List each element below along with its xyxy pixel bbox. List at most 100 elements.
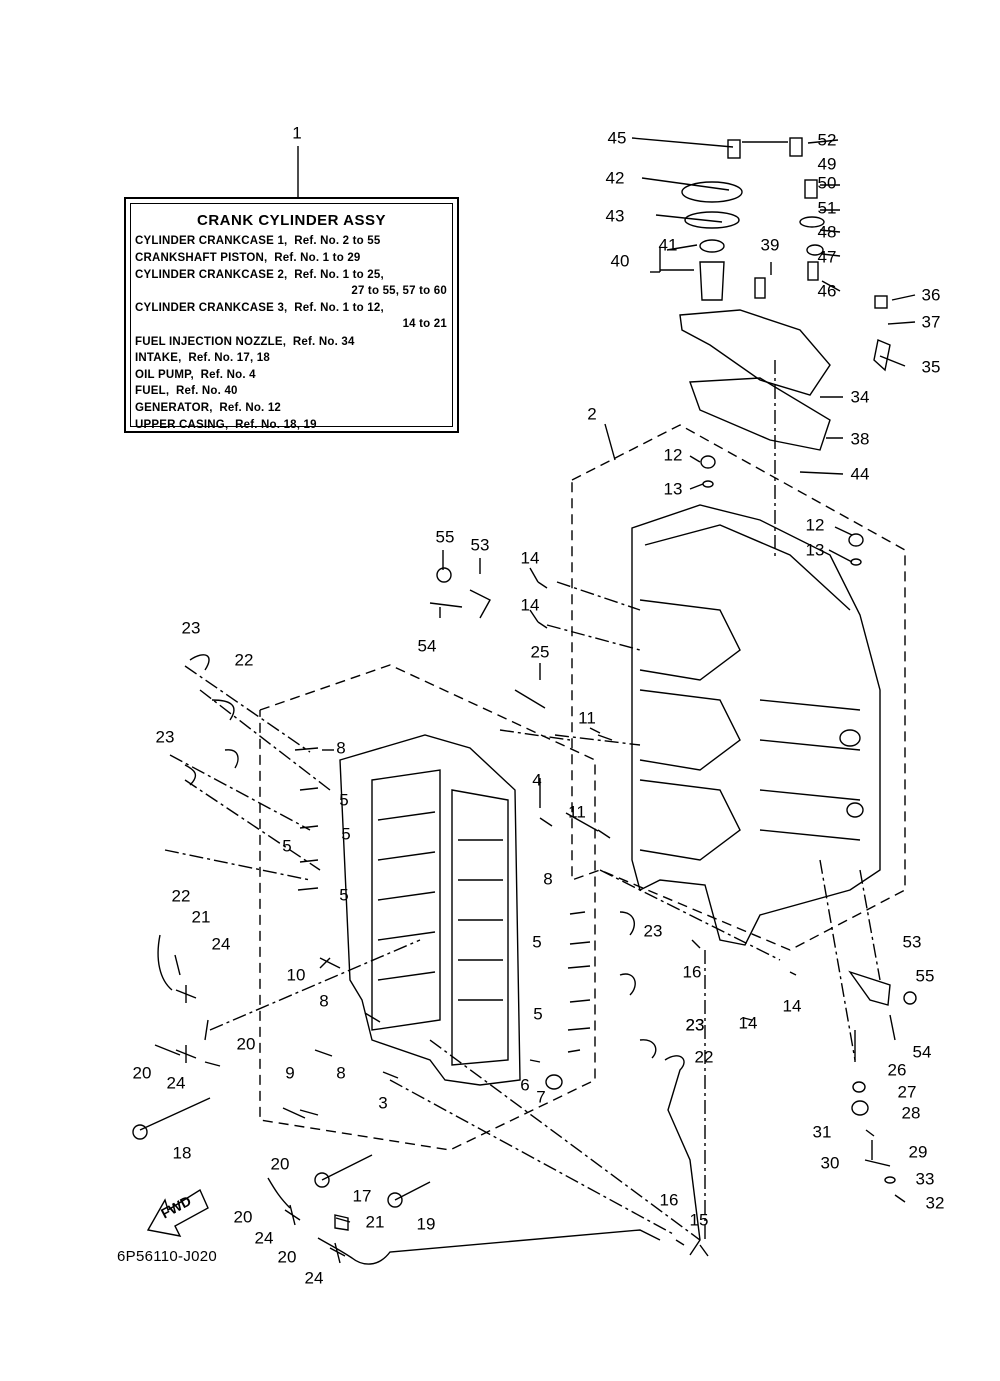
- callout-5: 5: [339, 790, 349, 810]
- drawing-code: 6P56110-J020: [117, 1248, 218, 1265]
- callout-20: 20: [270, 1154, 290, 1174]
- callout-13: 13: [805, 540, 825, 560]
- callout-21: 21: [365, 1212, 385, 1232]
- callout-14: 14: [520, 548, 540, 568]
- callout-13: 13: [663, 479, 683, 499]
- callout-40: 40: [610, 251, 630, 271]
- callout-24: 24: [166, 1073, 186, 1093]
- callout-28: 28: [901, 1103, 921, 1123]
- callout-22: 22: [234, 650, 254, 670]
- callout-53: 53: [470, 535, 490, 555]
- callout-14: 14: [782, 996, 802, 1016]
- callout-7: 7: [536, 1087, 546, 1107]
- legend-line: CYLINDER CRANKCASE 2, Ref. No. 1 to 25,: [135, 269, 384, 281]
- callout-25: 25: [530, 642, 550, 662]
- callout-21: 21: [191, 907, 211, 927]
- callout-5: 5: [341, 824, 351, 844]
- callout-6: 6: [520, 1075, 530, 1095]
- callout-23: 23: [181, 618, 201, 638]
- callout-14: 14: [738, 1013, 758, 1033]
- fwd-arrow-icon: [146, 1188, 209, 1237]
- crankcase-block-right: [631, 504, 881, 946]
- callout-5: 5: [532, 932, 542, 952]
- callout-17: 17: [352, 1186, 372, 1206]
- callout-4: 4: [532, 770, 542, 790]
- callout-2: 2: [587, 404, 597, 424]
- legend-line: 14 to 21: [402, 318, 447, 330]
- callout-53: 53: [902, 932, 922, 952]
- callout-46: 46: [817, 281, 837, 301]
- callout-16: 16: [659, 1190, 679, 1210]
- legend-line: CRANKSHAFT PISTON, Ref. No. 1 to 29: [135, 252, 361, 264]
- callout-23: 23: [643, 921, 663, 941]
- callout-39: 39: [760, 235, 780, 255]
- upper-cover-parts: [679, 137, 891, 566]
- callout-24: 24: [211, 934, 231, 954]
- legend-line: 27 to 55, 57 to 60: [351, 285, 447, 297]
- callout-1: 1: [292, 123, 302, 143]
- callout-55: 55: [915, 966, 935, 986]
- callout-41: 41: [658, 235, 678, 255]
- callout-9: 9: [285, 1063, 295, 1083]
- callout-32: 32: [925, 1193, 945, 1213]
- callout-16: 16: [682, 962, 702, 982]
- callout-5: 5: [339, 885, 349, 905]
- callout-12: 12: [805, 515, 825, 535]
- callout-54: 54: [417, 636, 437, 656]
- callout-36: 36: [921, 285, 941, 305]
- legend-line: INTAKE, Ref. No. 17, 18: [135, 352, 270, 364]
- callout-5: 5: [282, 836, 292, 856]
- callout-35: 35: [921, 357, 941, 377]
- callout-10: 10: [286, 965, 306, 985]
- callout-52: 52: [817, 130, 837, 150]
- callout-11: 11: [568, 802, 586, 822]
- callout-38: 38: [850, 429, 870, 449]
- legend-line: CYLINDER CRANKCASE 3, Ref. No. 1 to 12,: [135, 302, 384, 314]
- callout-15: 15: [689, 1210, 709, 1230]
- callout-34: 34: [850, 387, 870, 407]
- legend-line: CYLINDER CRANKCASE 1, Ref. No. 2 to 55: [135, 235, 381, 247]
- callout-27: 27: [897, 1082, 917, 1102]
- callout-30: 30: [820, 1153, 840, 1173]
- callout-29: 29: [908, 1142, 928, 1162]
- dashed-frames: [259, 424, 906, 1151]
- callout-20: 20: [277, 1247, 297, 1267]
- legend-line: GENERATOR, Ref. No. 12: [135, 402, 282, 414]
- callout-23: 23: [155, 727, 175, 747]
- callout-23: 23: [685, 1015, 705, 1035]
- callout-5: 5: [533, 1004, 543, 1024]
- callout-11: 11: [578, 708, 596, 728]
- callout-42: 42: [605, 168, 625, 188]
- crankcase-block-left: [339, 734, 521, 1086]
- callout-23: 23: [685, 1015, 705, 1035]
- callout-26: 26: [887, 1060, 907, 1080]
- callout-20: 20: [233, 1207, 253, 1227]
- callout-8: 8: [336, 1063, 346, 1083]
- callout-44: 44: [850, 464, 870, 484]
- callout-12: 12: [663, 445, 683, 465]
- callout-43: 43: [605, 206, 625, 226]
- callout-24: 24: [254, 1228, 274, 1248]
- callout-50: 50: [817, 173, 837, 193]
- callout-37: 37: [921, 312, 941, 332]
- legend-line: FUEL INJECTION NOZZLE, Ref. No. 34: [135, 336, 355, 348]
- legend-box: CRANK CYLINDER ASSY CYLINDER CRANKCASE 1…: [124, 197, 459, 433]
- legend-line: OIL PUMP, Ref. No. 4: [135, 369, 256, 381]
- callout-22: 22: [171, 886, 191, 906]
- callout-20: 20: [236, 1034, 256, 1054]
- dash-dot-lines: [164, 360, 881, 1241]
- callout-3: 3: [378, 1093, 388, 1113]
- callout-22: 22: [694, 1047, 714, 1067]
- callout-47: 47: [817, 247, 837, 267]
- legend-inner-border: [130, 203, 453, 427]
- callout-49: 49: [817, 154, 837, 174]
- callout-8: 8: [319, 991, 329, 1011]
- callout-18: 18: [172, 1143, 192, 1163]
- legend-line: UPPER CASING, Ref. No. 18, 19: [135, 419, 317, 431]
- callout-24: 24: [304, 1268, 324, 1288]
- callout-54: 54: [912, 1042, 932, 1062]
- callout-48: 48: [817, 222, 837, 242]
- small-parts: [132, 567, 917, 1265]
- legend-title: CRANK CYLINDER ASSY: [197, 212, 386, 229]
